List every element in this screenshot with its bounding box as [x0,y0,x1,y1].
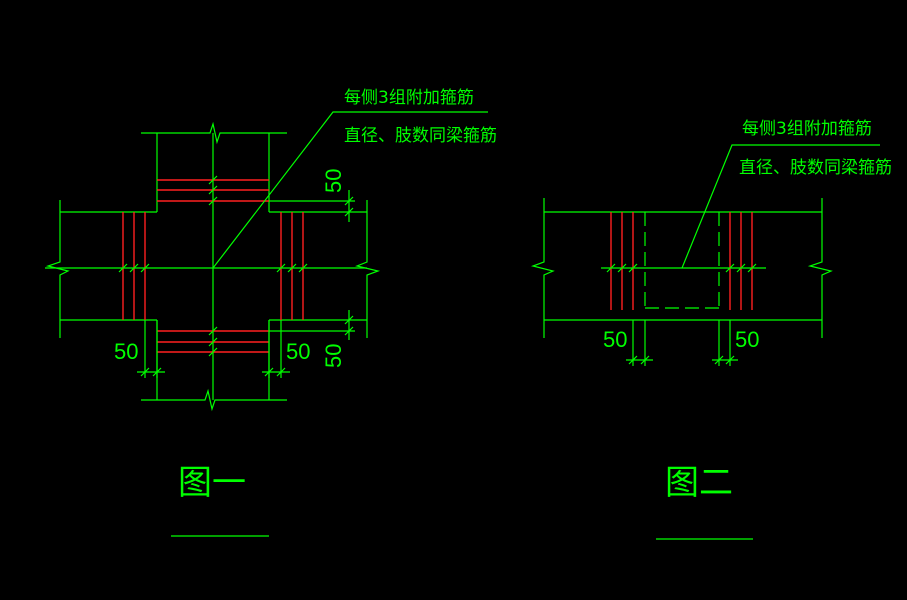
note-line-1: 每侧3组附加箍筋 [344,88,474,108]
stirrups-right-2 [729,212,753,310]
dim-label-right: 50 [286,339,310,364]
note2-line-2: 直径、肢数同梁箍筋 [739,158,892,178]
figure2-caption: 图二 [665,463,733,503]
horizontal-beam-break-left [45,200,70,338]
beam2-break-left [530,198,555,338]
secondary-beam-dashed [644,212,720,309]
figure-2: 每侧3组附加箍筋 直径、肢数同梁箍筋 50 50 图二 [530,119,892,540]
beam2-break-right [807,198,833,338]
stirrups-left-2 [610,212,634,310]
leader-line-figure2 [681,144,880,269]
figure1-caption: 图一 [178,463,246,503]
vertical-beam-outline-top [141,121,287,145]
dim2-label-left: 50 [603,327,627,352]
dim-bottom-horizontal [137,320,290,378]
note2-line-1: 每侧3组附加箍筋 [742,119,872,139]
centerline-ticks [118,175,308,357]
stirrups-left [122,212,146,320]
dim-label-top-vertical: 50 [321,169,346,193]
dim-bottom-2 [626,320,738,366]
dim-label-left: 50 [114,339,138,364]
figure-1: 每侧3组附加箍筋 直径、肢数同梁箍筋 50 50 50 50 图一 [45,88,497,537]
dim-right-vertical [269,190,355,340]
leader-line-figure1 [212,111,488,269]
dim-label-bottom-vertical: 50 [321,344,346,368]
horizontal-beam-break-right [355,200,381,338]
note-line-2: 直径、肢数同梁箍筋 [344,126,497,146]
dim2-label-right: 50 [735,327,759,352]
stirrups-right [280,212,304,320]
centerline-ticks-2 [606,263,757,273]
vertical-beam-outline-bottom [141,388,287,412]
